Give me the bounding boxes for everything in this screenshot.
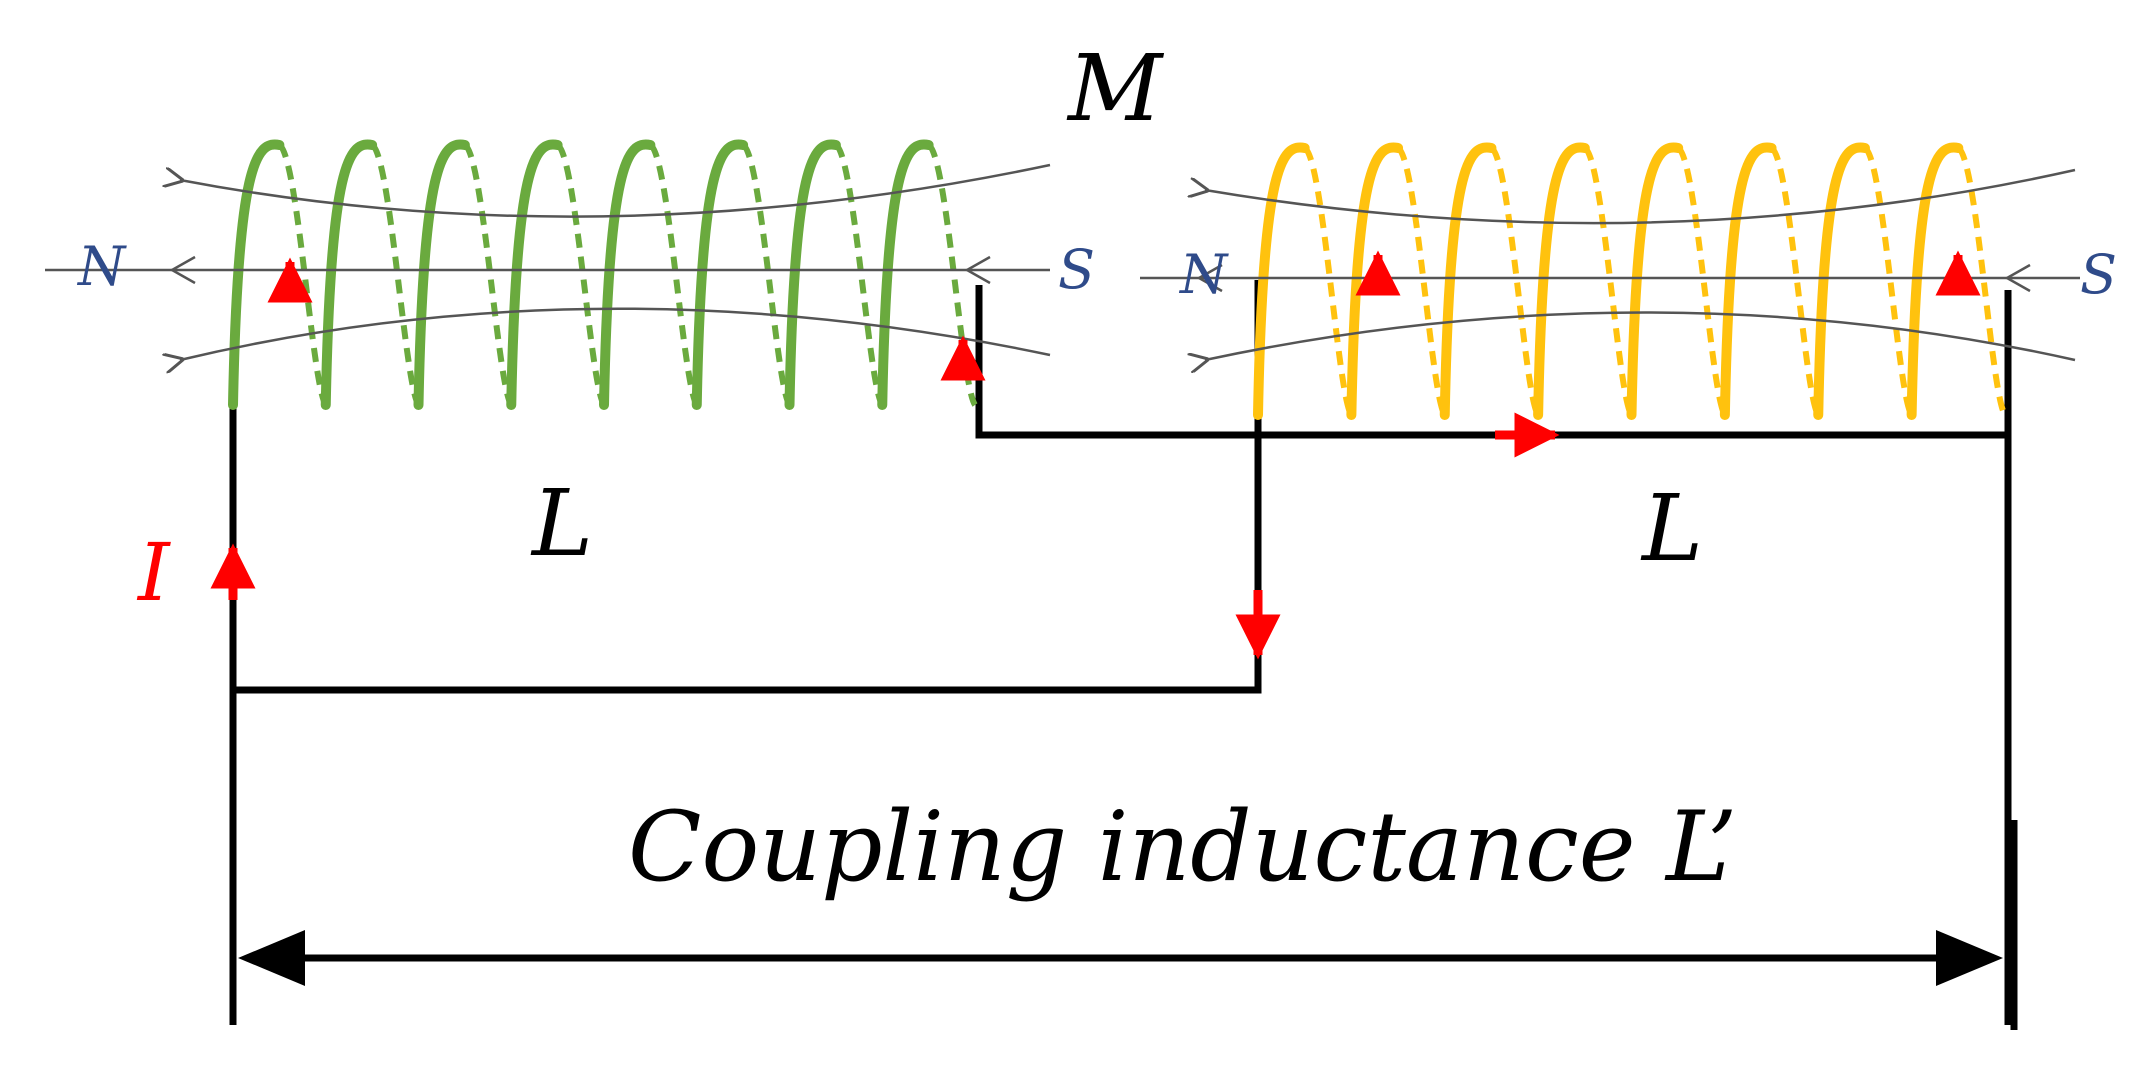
field-line-left-bottom bbox=[180, 307, 1051, 360]
right-coil-turn-front bbox=[1253, 142, 1310, 420]
labels: M L L I N S N S Coupling inductance L’ bbox=[76, 35, 2117, 903]
left-coil-turn-front bbox=[691, 139, 749, 410]
field-axis-arrow-left-1 bbox=[169, 255, 196, 285]
right-coil-turn-front bbox=[1346, 142, 1404, 420]
left-coil-turn-front bbox=[320, 139, 378, 410]
left-coil-turn-back bbox=[462, 142, 514, 407]
left-coil-turn-front bbox=[228, 139, 285, 410]
right-coil-turn-front bbox=[1439, 142, 1497, 420]
field-axis-arrow-left-2 bbox=[964, 255, 991, 285]
left-coil bbox=[228, 139, 978, 410]
left-coil-turn-back bbox=[833, 142, 885, 407]
right-coil-turn-back bbox=[1489, 145, 1541, 417]
field-axis-arrow-right-1 bbox=[1196, 263, 1223, 293]
field-line-right-top bbox=[1205, 168, 2076, 225]
left-coil-turn-front bbox=[506, 139, 563, 410]
left-coil-turn-front bbox=[413, 139, 470, 410]
current-arrows bbox=[210, 250, 1981, 660]
right-coil-turn-back bbox=[1302, 145, 1355, 417]
left-coil-turn-back bbox=[369, 142, 422, 407]
dimension-arrow-left bbox=[238, 930, 305, 986]
left-coil-turn-back bbox=[740, 142, 793, 407]
left-coil-turn-back bbox=[648, 142, 700, 407]
mutual-inductance-label: M bbox=[1066, 35, 1165, 142]
right-coil-turn-front bbox=[1626, 142, 1684, 420]
right-coil-turn-back bbox=[1956, 145, 2008, 417]
field-axis-arrow-right-2 bbox=[2004, 263, 2031, 293]
left-south-pole-label: S bbox=[1058, 238, 1095, 301]
left-coil-turn-front bbox=[784, 139, 841, 410]
right-coil-turn-front bbox=[1533, 142, 1590, 420]
right-coil-turn-front bbox=[1813, 142, 1870, 420]
series-connection-wire bbox=[975, 285, 2008, 439]
current-label: I bbox=[136, 526, 171, 619]
right-coil-turn-back bbox=[1582, 145, 1635, 417]
left-north-pole-label: N bbox=[76, 235, 127, 298]
right-coil-turn-back bbox=[1675, 145, 1728, 417]
left-coil-turn-back bbox=[555, 142, 607, 407]
coupling-inductance-caption: Coupling inductance L’ bbox=[628, 791, 1737, 903]
left-coil-turn-front bbox=[877, 139, 934, 410]
dimension-arrow-right bbox=[1936, 930, 2003, 986]
left-coil-turn-front bbox=[599, 139, 656, 410]
right-inductor-label: L bbox=[1640, 475, 1703, 582]
right-coil-turn-back bbox=[1395, 145, 1448, 417]
right-coil bbox=[1253, 142, 2008, 420]
right-north-pole-label: N bbox=[1178, 243, 1229, 306]
circuit-wires bbox=[229, 280, 2012, 1025]
right-south-pole-label: S bbox=[2080, 243, 2117, 306]
right-coil-turn-front bbox=[1719, 142, 1777, 420]
dimension-line bbox=[238, 820, 2018, 1030]
field-line-right-bottom bbox=[1205, 311, 2076, 361]
right-coil-turn-back bbox=[1862, 145, 1915, 417]
field-line-left-top bbox=[180, 163, 1051, 218]
right-coil-turn-back bbox=[1769, 145, 1821, 417]
left-inductor-label: L bbox=[530, 470, 593, 577]
field-lines bbox=[45, 163, 2080, 361]
right-coil-turn-front bbox=[1906, 142, 1964, 420]
bottom-return-wire bbox=[233, 280, 1262, 694]
